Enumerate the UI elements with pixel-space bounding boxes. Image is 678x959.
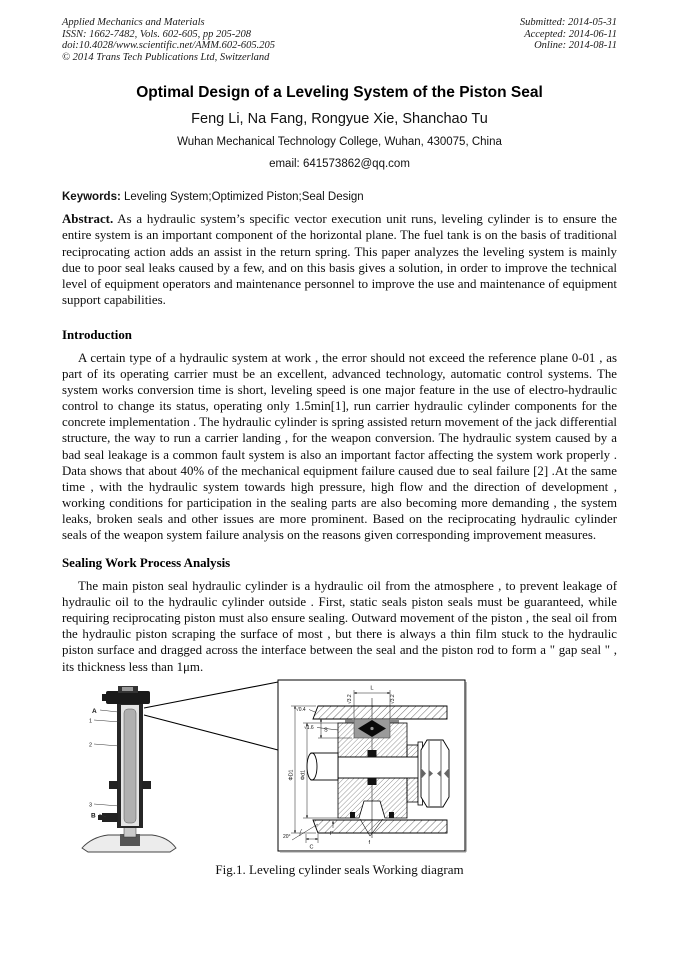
jack-leader-lines bbox=[93, 709, 121, 817]
dim-label-D1: ΦD1 bbox=[289, 769, 295, 780]
detail-callout-lines bbox=[143, 681, 279, 751]
paper-title: Optimal Design of a Leveling System of t… bbox=[136, 84, 543, 102]
hex-nut-chamfer-right bbox=[444, 767, 449, 779]
jack-label-A: A bbox=[92, 708, 97, 715]
authors-line: Feng Li, Na Fang, Rongyue Xie, Shanchao … bbox=[191, 111, 488, 128]
dim-label-f: f bbox=[369, 840, 371, 846]
submission-dates-block: Submitted: 2014-05-31 Accepted: 2014-06-… bbox=[520, 17, 617, 52]
dim-label-roughness-3-2-left: √3.2 bbox=[346, 694, 353, 704]
dim-label-C: C bbox=[310, 844, 314, 850]
keywords-text: Leveling System;Optimized Piston;Seal De… bbox=[124, 191, 364, 204]
jack-cap-highlight bbox=[122, 686, 133, 691]
journal-doi: doi:10.4028/www.scientific.net/AMM.602-6… bbox=[62, 40, 275, 52]
jack-trunnion-right bbox=[142, 780, 151, 789]
piston-rod-end bbox=[306, 752, 318, 781]
quad-ring-center bbox=[370, 726, 374, 730]
jack-piston-rod bbox=[123, 708, 137, 823]
abstract-text: As a hydraulic system’s specific vector … bbox=[62, 212, 617, 307]
journal-name: Applied Mechanics and Materials bbox=[62, 17, 205, 28]
sealing-analysis-paragraph: The main piston seal hydraulic cylinder … bbox=[62, 579, 617, 674]
dim-label-L: L bbox=[370, 685, 374, 691]
piston-rod-band bbox=[337, 756, 423, 779]
dim-label-d1: Φd1 bbox=[301, 770, 307, 780]
affiliation-line: Wuhan Mechanical Technology College, Wuh… bbox=[177, 136, 502, 149]
online-date: Online: 2014-08-11 bbox=[534, 40, 617, 52]
jack-label-2: 2 bbox=[89, 742, 92, 748]
journal-header: Applied Mechanics and Materials ISSN: 16… bbox=[62, 17, 617, 63]
keywords-line: Keywords: Leveling System;Optimized Pist… bbox=[62, 190, 617, 204]
abstract-label: Abstract. bbox=[62, 212, 114, 227]
dim-label-roughness-1-6: √1.6 bbox=[304, 724, 314, 731]
figure-1-drawing: A 1 2 3 B bbox=[81, 679, 467, 853]
wear-pad-left bbox=[345, 718, 354, 723]
keywords-label: Keywords: bbox=[62, 191, 121, 204]
jack-drawing: A 1 2 3 B bbox=[81, 685, 177, 853]
abstract-paragraph: Abstract. As a hydraulic system’s specif… bbox=[62, 211, 617, 308]
journal-info-block: Applied Mechanics and Materials ISSN: 16… bbox=[62, 17, 275, 63]
introduction-paragraph: A certain type of a hydraulic system at … bbox=[62, 350, 617, 542]
rod-seal-top bbox=[367, 749, 377, 757]
wiper-seal-right bbox=[389, 811, 394, 818]
jack-port bbox=[102, 812, 118, 822]
jack-label-3: 3 bbox=[89, 802, 92, 808]
dimension-lines bbox=[291, 689, 391, 843]
rod-seal-bottom bbox=[367, 777, 377, 785]
hex-nut-chamfer-left bbox=[421, 767, 426, 779]
jack-label-B: B bbox=[91, 812, 96, 819]
jack-label-1: 1 bbox=[89, 718, 92, 724]
dim-label-angle-20: 20° bbox=[283, 834, 291, 840]
cylinder-wall-bottom bbox=[312, 819, 448, 834]
email-line: email: 641573862@qq.com bbox=[269, 158, 410, 171]
dim-label-roughness-0-4: √0.4 bbox=[296, 706, 306, 713]
jack-top-cap bbox=[106, 690, 150, 704]
detail-box: L √3.2 √3.2 √0.4 √1.6 S ΦD1 Φd1 20° F C … bbox=[277, 679, 467, 853]
figure-1: A 1 2 3 B bbox=[62, 678, 617, 878]
figure-1-caption: Fig.1. Leveling cylinder seals Working d… bbox=[215, 861, 464, 877]
journal-copyright: © 2014 Trans Tech Publications Ltd, Swit… bbox=[62, 51, 270, 63]
hex-nut bbox=[420, 739, 450, 808]
dim-label-roughness-3-2-right: √3.2 bbox=[389, 694, 396, 704]
accepted-date: Accepted: 2014-06-11 bbox=[524, 28, 617, 40]
journal-issn-volume: ISSN: 1662-7482, Vols. 602-605, pp 205-2… bbox=[62, 28, 251, 40]
section-heading-introduction: Introduction bbox=[62, 327, 132, 342]
jack-trunnion-left bbox=[109, 780, 118, 789]
hex-nut-chamfer-mid1 bbox=[429, 769, 433, 777]
wear-pad-right bbox=[390, 718, 399, 723]
hex-nut-chamfer-mid2 bbox=[437, 769, 441, 777]
submitted-date: Submitted: 2014-05-31 bbox=[519, 17, 617, 28]
dim-label-F: F bbox=[330, 831, 334, 837]
wiper-seal-left bbox=[350, 811, 355, 818]
dim-label-S: S bbox=[324, 727, 328, 733]
cylinder-wall-top bbox=[312, 705, 448, 720]
jack-port-fitting bbox=[98, 814, 104, 820]
section-heading-sealing-analysis: Sealing Work Process Analysis bbox=[62, 556, 231, 571]
jack-cap-nub bbox=[102, 693, 109, 701]
